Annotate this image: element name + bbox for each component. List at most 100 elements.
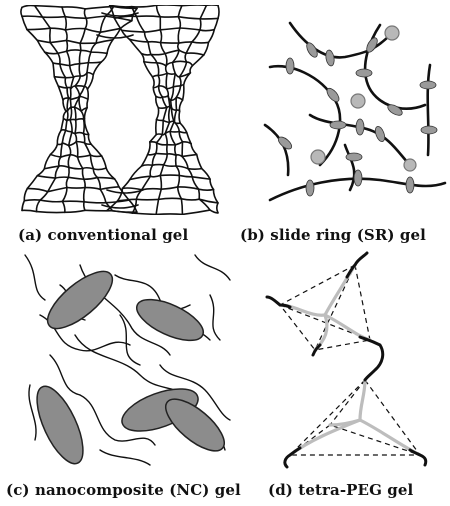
network-strand xyxy=(60,64,70,66)
network-strand xyxy=(62,201,65,212)
cyclodextrin-ring xyxy=(421,126,437,134)
network-strand xyxy=(150,135,156,142)
network-strand xyxy=(59,166,69,168)
network-strand xyxy=(158,76,159,86)
network-strand xyxy=(161,187,177,189)
network-strand xyxy=(145,32,148,42)
network-strand xyxy=(40,192,48,200)
network-strand xyxy=(84,178,97,180)
network-strand xyxy=(153,75,159,76)
network-strand xyxy=(159,86,167,89)
network-strand xyxy=(178,17,180,28)
network-strand xyxy=(87,73,93,75)
network-strand xyxy=(115,179,119,187)
network-strand xyxy=(70,107,71,120)
network-strand xyxy=(88,52,90,63)
network-strand xyxy=(180,123,187,133)
network-strand xyxy=(36,200,40,212)
network-strand xyxy=(161,43,166,54)
network-strand xyxy=(182,5,207,6)
network-strand xyxy=(182,155,197,157)
cyclodextrin-ring xyxy=(354,170,362,186)
network-strand xyxy=(37,40,50,42)
network-strand xyxy=(90,155,101,156)
conventional-gel-network xyxy=(20,5,220,215)
network-strand xyxy=(176,166,179,175)
network-strand xyxy=(132,213,156,214)
network-strand xyxy=(90,155,93,169)
network-strand xyxy=(165,134,167,145)
network-strand xyxy=(85,29,100,33)
network-strand xyxy=(107,40,113,53)
network-strand xyxy=(199,189,200,199)
cyclodextrin-ring xyxy=(406,177,414,193)
network-strand xyxy=(66,121,67,130)
network-strand xyxy=(160,175,161,189)
network-strand xyxy=(188,169,202,170)
network-strand xyxy=(150,142,157,143)
cyclodextrin-ring xyxy=(330,121,346,129)
network-strand xyxy=(22,5,35,7)
network-strand xyxy=(75,120,76,134)
cyclodextrin-ring xyxy=(374,125,387,143)
network-strand xyxy=(162,120,163,134)
network-strand xyxy=(179,175,192,176)
cyclodextrin-ring xyxy=(356,119,364,135)
network-strand xyxy=(42,17,50,28)
network-strand xyxy=(187,62,193,66)
network-strand xyxy=(156,97,158,108)
network-strand xyxy=(159,86,163,97)
network-strand xyxy=(87,89,88,99)
network-strand xyxy=(188,169,192,177)
network-strand xyxy=(69,146,71,155)
network-strand xyxy=(144,62,153,77)
network-strand xyxy=(167,154,176,155)
network-strand xyxy=(160,165,163,176)
network-strand xyxy=(186,42,192,53)
network-strand xyxy=(79,86,84,96)
network-strand xyxy=(50,40,66,42)
stopper-bead xyxy=(385,26,399,40)
network-strand xyxy=(118,199,137,200)
network-strand xyxy=(84,118,88,134)
network-strand xyxy=(182,142,191,144)
peg-arm-end xyxy=(347,253,367,277)
network-strand xyxy=(123,188,142,190)
network-strand xyxy=(66,77,74,78)
network-strand xyxy=(178,17,200,19)
network-strand xyxy=(142,176,151,190)
caption-conventional-gel: (a) conventional gel xyxy=(18,226,188,244)
network-strand xyxy=(178,187,199,189)
network-strand xyxy=(81,50,91,52)
network-strand xyxy=(197,155,202,169)
network-strand xyxy=(178,28,180,43)
network-strand xyxy=(100,187,119,190)
network-strand xyxy=(82,169,83,180)
network-strand xyxy=(62,7,85,9)
network-strand xyxy=(53,63,54,77)
network-strand xyxy=(192,177,210,179)
network-strand xyxy=(53,63,60,64)
network-strand xyxy=(69,167,83,168)
network-strand xyxy=(175,145,176,155)
network-strand xyxy=(75,76,80,86)
network-strand xyxy=(102,156,107,168)
network-strand xyxy=(69,132,72,146)
network-strand xyxy=(208,30,214,43)
network-strand xyxy=(67,40,81,43)
network-strand xyxy=(70,100,71,108)
network-strand xyxy=(156,153,167,154)
network-strand xyxy=(178,187,182,199)
network-strand xyxy=(175,142,182,145)
network-strand xyxy=(67,51,70,65)
network-strand xyxy=(35,6,43,17)
network-strand xyxy=(190,66,192,73)
polymer-chain xyxy=(265,125,288,175)
network-strand xyxy=(120,21,131,29)
caption-slide-ring-gel: (b) slide ring (SR) gel xyxy=(240,226,426,244)
network-strand xyxy=(76,142,78,158)
peg-arm xyxy=(290,420,360,455)
network-strand xyxy=(173,61,187,62)
network-strand xyxy=(63,100,66,111)
network-strand xyxy=(156,143,157,154)
